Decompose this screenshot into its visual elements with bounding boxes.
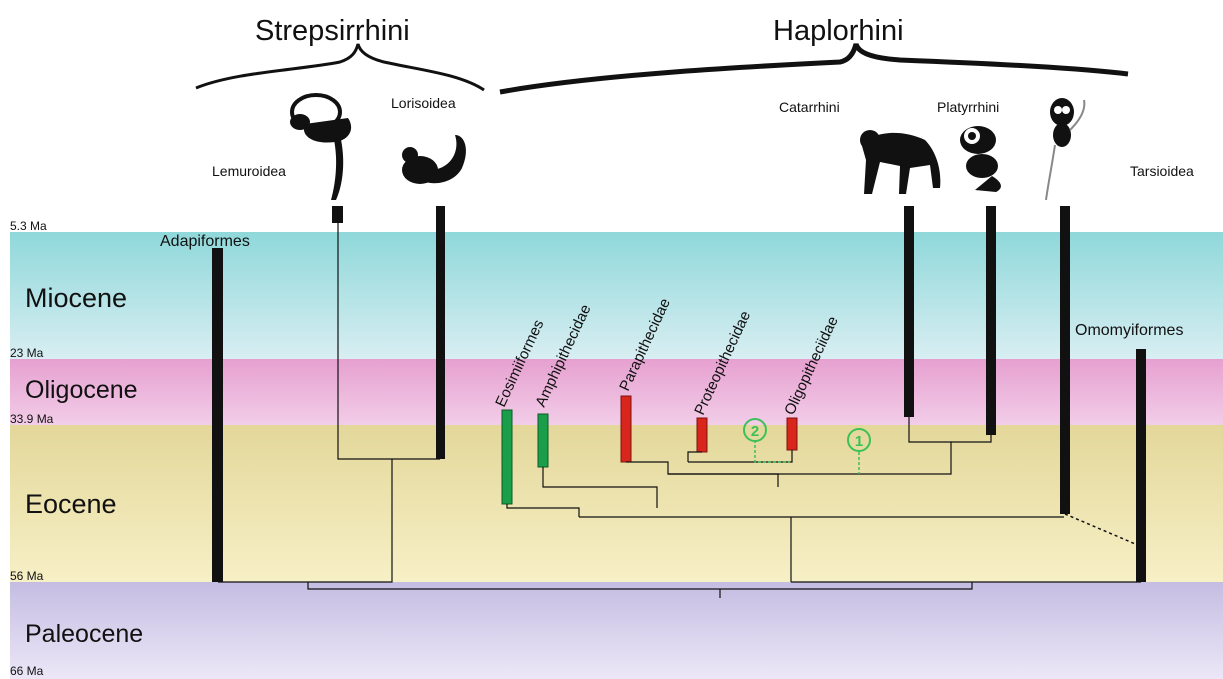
- marmoset-silhouette: [960, 126, 1001, 192]
- oligocene-band: [10, 359, 1223, 425]
- lemuroidea-range-bar: [332, 206, 343, 223]
- paleocene-band: [10, 582, 1223, 679]
- lemur-silhouette: [290, 95, 351, 200]
- group-label-lorisoidea: Lorisoidea: [391, 95, 456, 111]
- loris-silhouette: [402, 135, 466, 184]
- marker-2-label: 2: [751, 423, 759, 440]
- eocene-band: [10, 425, 1223, 582]
- epoch-label-eocene: Eocene: [25, 489, 117, 519]
- group-label-omomyiformes: Omomyiformes: [1075, 322, 1183, 339]
- tarsioidea-range-bar: [1060, 206, 1070, 514]
- group-label-lemuroidea: Lemuroidea: [212, 163, 286, 179]
- marker-1-label: 1: [855, 433, 863, 450]
- age-label-miocene-top: 5.3 Ma: [10, 219, 47, 233]
- parapithecidae-bar: [621, 396, 631, 462]
- strepsirrhini-brace: [196, 44, 484, 90]
- age-label-oligocene-top: 23 Ma: [10, 346, 44, 360]
- oligopitheciidae-bar: [787, 418, 797, 450]
- epoch-label-oligocene: Oligocene: [25, 376, 138, 404]
- age-label-paleocene-top: 56 Ma: [10, 569, 44, 583]
- group-label-tarsioidea: Tarsioidea: [1130, 163, 1194, 179]
- group-label-platyrrhini: Platyrrhini: [937, 99, 999, 115]
- adapiformes-range-bar: [212, 248, 223, 582]
- tarsier-silhouette: [1046, 98, 1084, 200]
- eosimiiformes-bar: [502, 410, 512, 504]
- group-label-adapiformes: Adapiformes: [160, 233, 250, 250]
- platyrrhini-range-bar: [986, 206, 996, 435]
- clade-label-haplorhini: Haplorhini: [773, 15, 904, 47]
- lorisoidea-range-bar: [436, 206, 445, 459]
- amphipithecidae-bar: [538, 414, 548, 467]
- epoch-label-paleocene: Paleocene: [25, 620, 143, 648]
- miocene-band: [10, 232, 1223, 359]
- age-label-paleocene-bottom: 66 Ma: [10, 664, 44, 678]
- clade-label-strepsirrhini: Strepsirrhini: [255, 15, 410, 47]
- proteopithecidae-bar: [697, 418, 707, 452]
- haplorhini-brace: [500, 44, 1128, 92]
- age-label-eocene-top: 33.9 Ma: [10, 412, 54, 426]
- chimp-silhouette: [860, 130, 940, 194]
- catarrhini-range-bar: [904, 206, 914, 417]
- omomyiformes-range-bar: [1136, 349, 1146, 582]
- epoch-label-miocene: Miocene: [25, 283, 127, 313]
- group-label-catarrhini: Catarrhini: [779, 99, 840, 115]
